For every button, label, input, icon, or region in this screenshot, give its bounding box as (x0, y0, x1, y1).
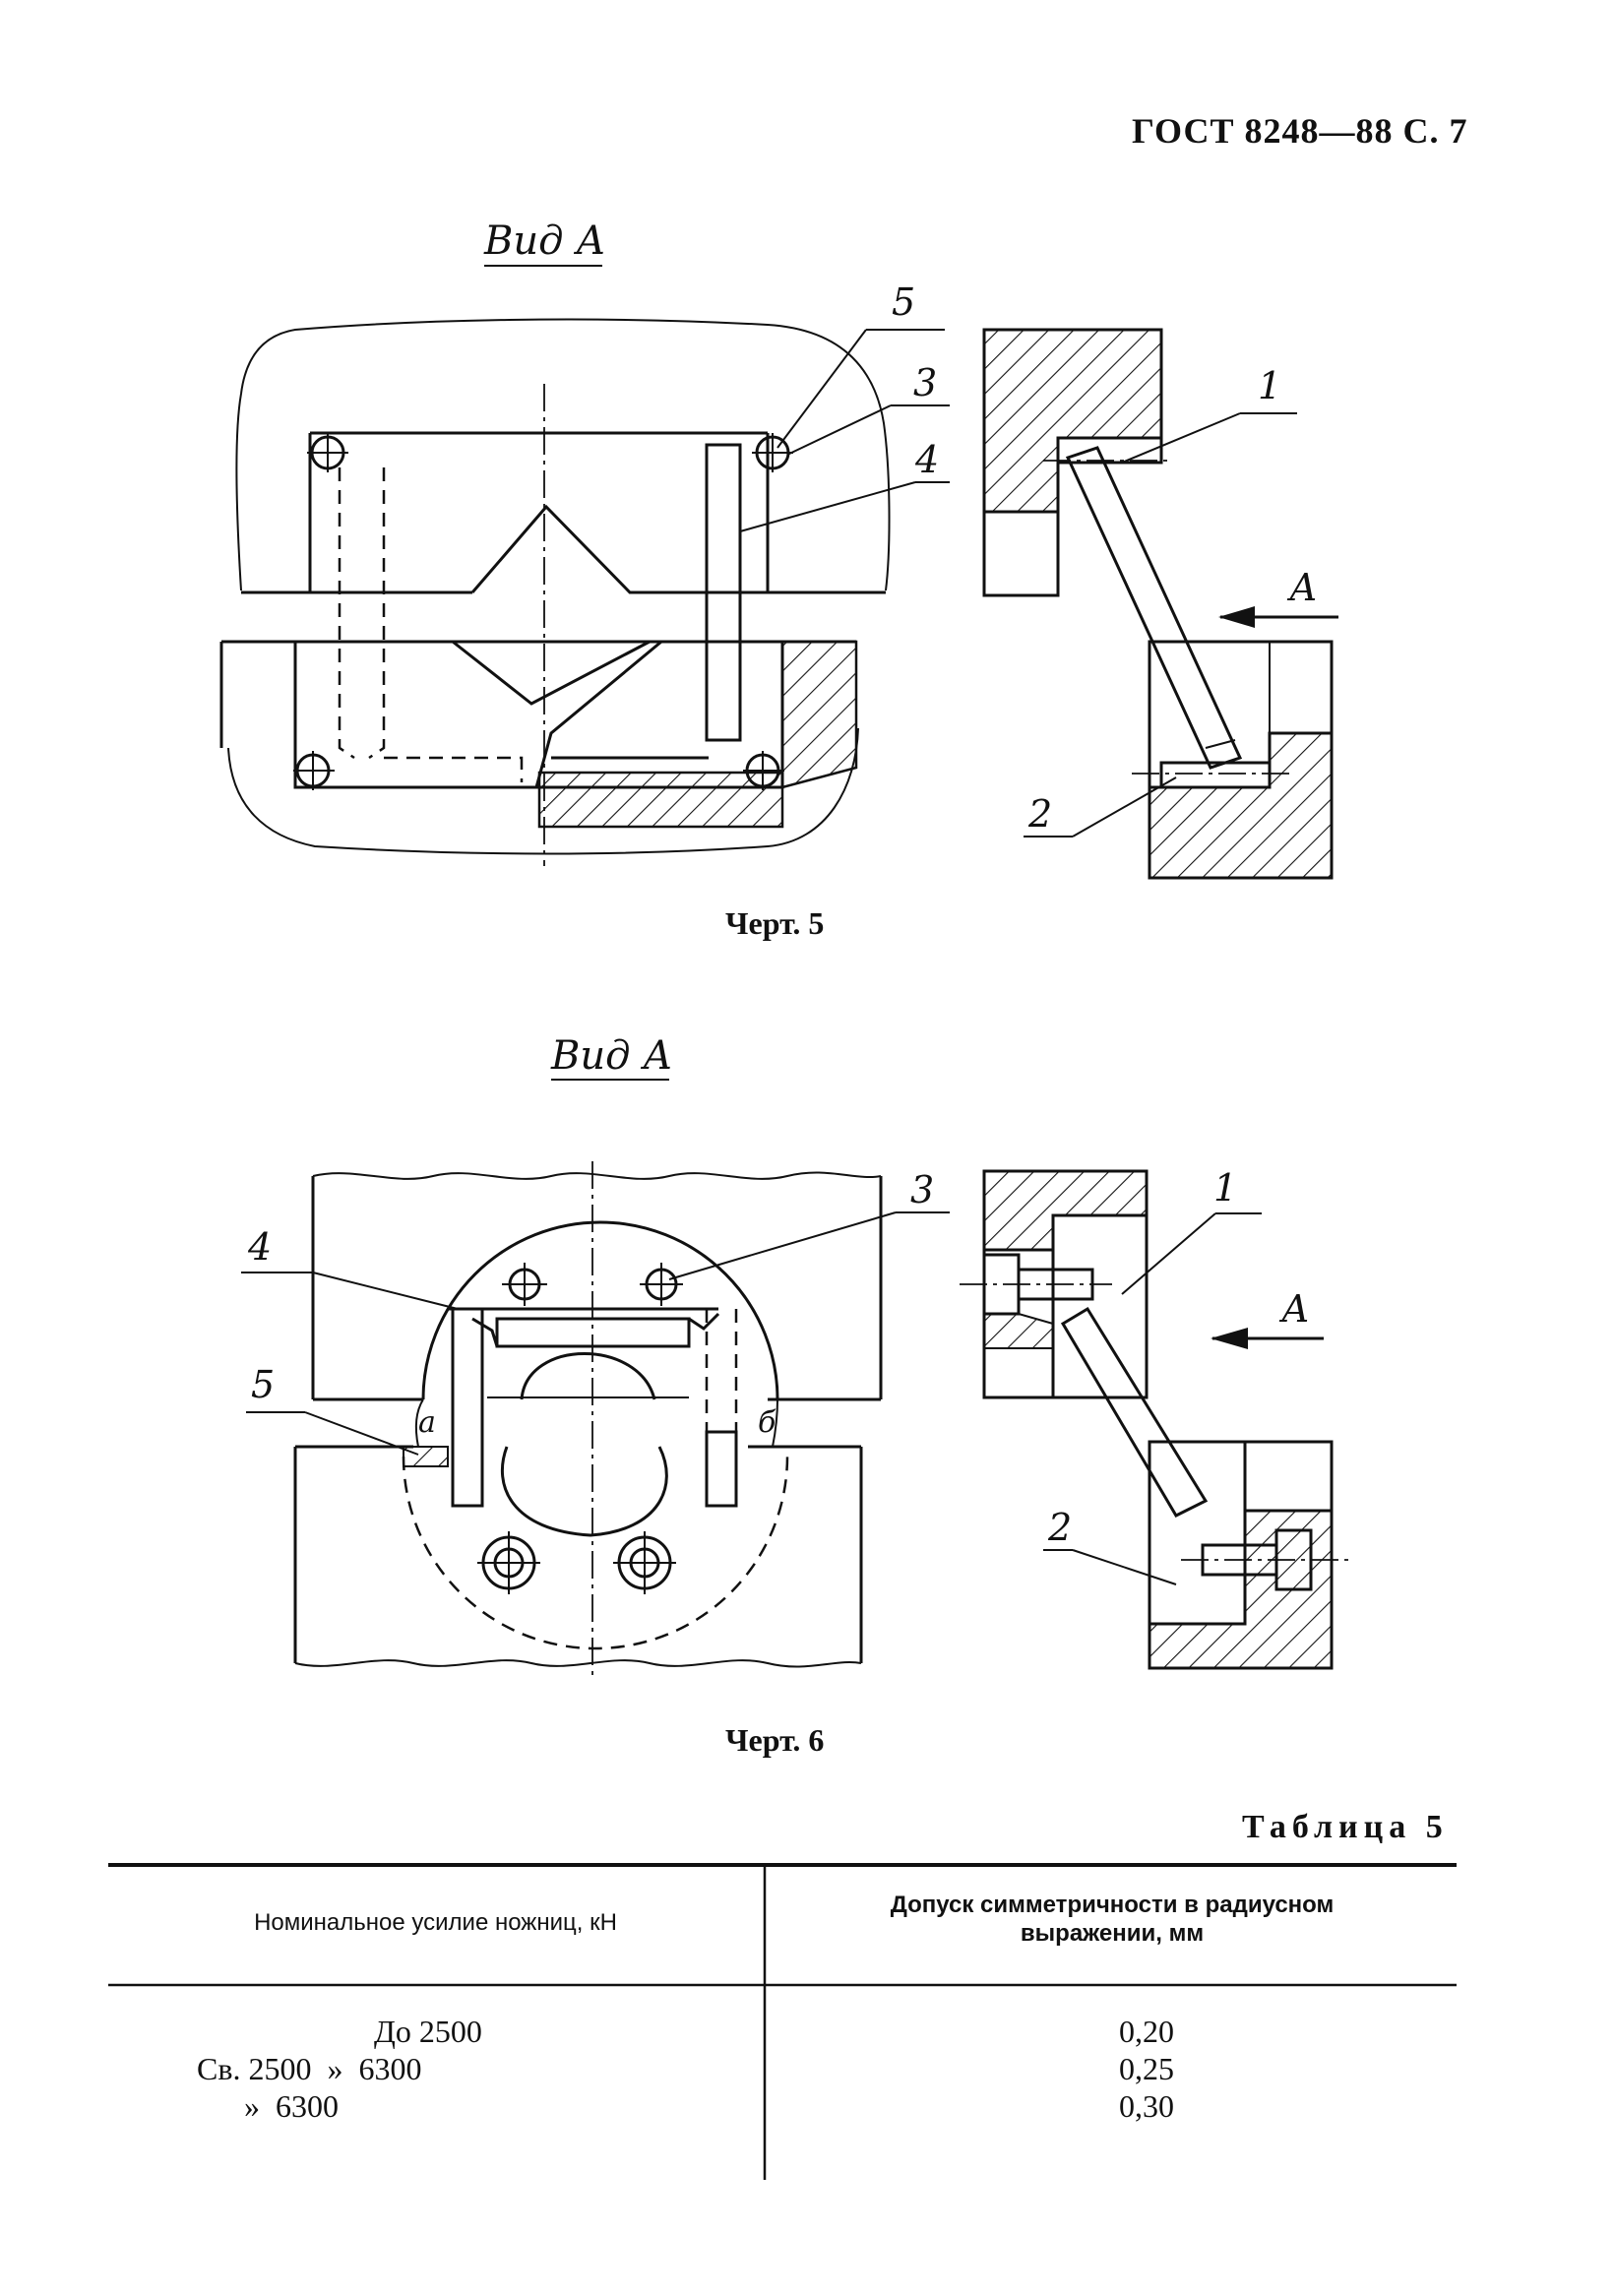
table5-col2-header: Допуск симметричности в радиусном выраже… (890, 1892, 1335, 1947)
svg-text:4: 4 (247, 1225, 272, 1269)
svg-text:3: 3 (910, 1168, 934, 1211)
table5-col2-values: 0,20 0,25 0,30 (1087, 2013, 1206, 2125)
svg-text:б: б (758, 1405, 776, 1440)
table-cell-tolerance: 0,30 (1119, 2088, 1174, 2124)
figure5-view-label: Вид А (484, 218, 606, 264)
figure6-view-label: Вид А (551, 1033, 673, 1079)
table-cell-force: До 2500 (374, 2014, 482, 2049)
table-cell-tolerance: 0,25 (1119, 2051, 1174, 2086)
figure6-caption: Черт. 6 (725, 1722, 825, 1758)
svg-text:А: А (1278, 1287, 1310, 1331)
svg-text:2: 2 (1047, 1506, 1072, 1549)
table5-title: Таблица 5 (1242, 1809, 1449, 1845)
table5-col1-header: Номинальное усилие ножниц, кН (254, 1909, 617, 1936)
figure5-caption: Черт. 5 (725, 905, 825, 941)
svg-text:1: 1 (1213, 1166, 1237, 1210)
svg-text:1: 1 (1258, 364, 1281, 407)
table-cell-force: Св. 2500 » 6300 (197, 2051, 422, 2086)
svg-text:3: 3 (913, 361, 937, 404)
svg-text:2: 2 (1027, 792, 1052, 836)
svg-text:5: 5 (892, 280, 915, 324)
table-cell-force: » 6300 (244, 2088, 339, 2124)
page-header: ГОСТ 8248—88 С. 7 (1132, 111, 1468, 151)
table5-col1-values: До 2500 Св. 2500 » 6300 » 6300 (197, 2013, 551, 2125)
svg-text:А: А (1286, 566, 1318, 609)
svg-text:5: 5 (251, 1363, 275, 1406)
svg-text:а: а (418, 1405, 436, 1440)
svg-text:4: 4 (914, 438, 939, 481)
table-cell-tolerance: 0,20 (1119, 2014, 1174, 2049)
